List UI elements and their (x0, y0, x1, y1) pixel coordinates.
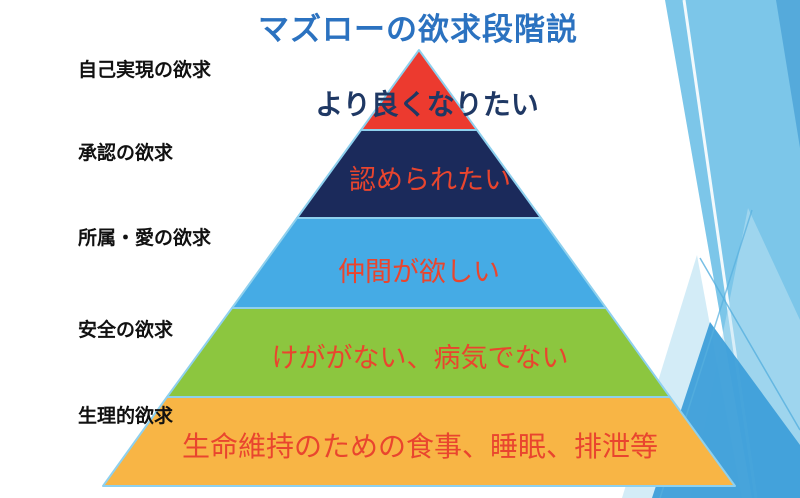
level-label-self-actualization: 自己実現の欲求 (78, 59, 212, 81)
band-caption-esteem: 認められたい (349, 165, 511, 196)
band-caption-belonging: 仲間が欲しい (338, 257, 500, 288)
band-caption-safety: けががない、病気でない (271, 343, 569, 374)
page-title: マズローの欲求段階説 (258, 12, 578, 48)
level-label-belonging: 所属・愛の欲求 (78, 227, 212, 249)
level-label-physiological: 生理的欲求 (78, 405, 174, 427)
pyramid-level-physiological-shape (102, 396, 736, 487)
background-thin-line-1 (699, 257, 800, 431)
band-caption-self-actualization: より良くなりたい (315, 88, 539, 121)
level-label-esteem: 承認の欲求 (78, 142, 174, 164)
background-corner-triangle (776, 0, 800, 148)
level-label-safety: 安全の欲求 (78, 319, 174, 341)
band-caption-physiological: 生命維持のための食事、睡眠、排泄等 (181, 430, 658, 463)
